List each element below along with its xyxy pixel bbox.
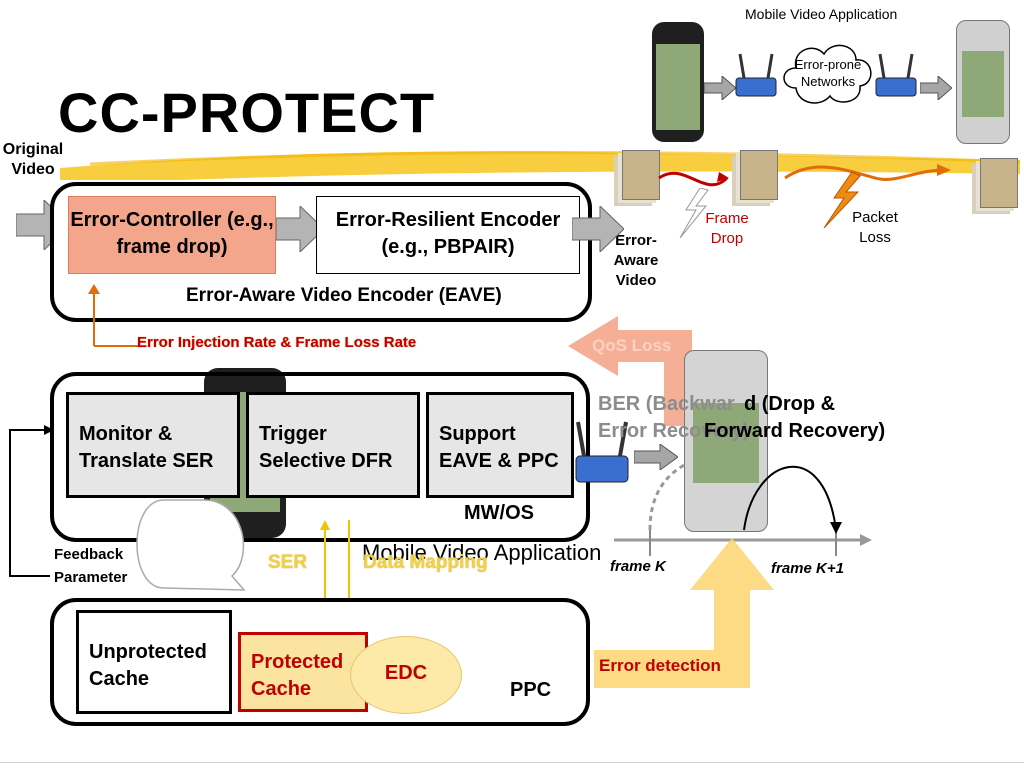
video-frame-stack	[980, 158, 1018, 208]
ser-label: SER	[268, 552, 308, 573]
data-mapping-label: Data Mapping	[363, 552, 488, 573]
arrow-right-icon	[572, 206, 624, 252]
forward-recovery-label: Forward Recovery)	[704, 420, 886, 442]
pda-icon	[956, 20, 1010, 144]
pda-icon	[684, 350, 768, 532]
mobile-app-label: Mobile Video Application	[362, 540, 602, 565]
support-eave-ppc-box: Support EAVE & PPC	[426, 392, 574, 498]
feedback-arrow	[88, 284, 140, 347]
arrow-right-icon	[634, 444, 678, 470]
packet-loss-label: Packet Loss	[852, 209, 898, 246]
bottom-rule	[0, 762, 1024, 763]
drop-label: d (Drop &	[744, 393, 836, 415]
error-detection-arrow	[594, 538, 774, 688]
ber-label: BER (Backwar	[598, 393, 735, 415]
error-recovery-label: Error Recovery)	[598, 420, 750, 442]
frame-k-label: frame K	[610, 558, 666, 575]
video-frame-stack	[740, 150, 778, 200]
eave-caption: Error-Aware Video Encoder (EAVE)	[186, 285, 502, 306]
monitor-translate-box: Monitor & Translate SER	[66, 392, 240, 498]
video-frame-stack	[622, 150, 660, 200]
router-icon	[735, 53, 777, 97]
error-resilient-encoder-box: Error-Resilient Encoder (e.g., PBPAIR)	[316, 196, 580, 274]
feedback-bracket	[9, 425, 54, 577]
arrow-right-icon	[704, 76, 736, 100]
error-detection-label: Error detection	[599, 656, 721, 675]
top-app-label: Mobile Video Application	[745, 6, 898, 22]
router-icon	[575, 421, 629, 483]
timeline	[614, 462, 872, 556]
slide-title: CC-PROTECT	[58, 81, 436, 144]
error-injection-rate-label: Error Injection Rate & Frame Loss Rate	[137, 334, 417, 351]
unprotected-cache-box: Unprotected Cache	[76, 610, 232, 714]
transmission-curve	[658, 164, 951, 187]
router-icon	[875, 53, 917, 97]
arrow-right-icon	[276, 206, 324, 252]
arrow-right-icon	[920, 76, 952, 100]
ppc-caption: PPC	[510, 679, 552, 701]
qos-loss-arrow	[568, 316, 692, 426]
error-controller-box: Error-Controller (e.g., frame drop)	[68, 196, 276, 274]
cloud-label: Error-prone Networks	[794, 57, 862, 89]
highlighter-stroke	[60, 150, 1020, 180]
qos-loss-label: QoS Loss	[592, 336, 672, 355]
frame-k1-label: frame K+1	[771, 560, 844, 577]
original-video-label: Original Video	[2, 141, 64, 178]
lightning-icon	[679, 188, 709, 238]
feedback-parameter-label: Feedback Parameter	[54, 546, 128, 586]
error-aware-video-label: Error-Aware Video	[613, 232, 659, 289]
protected-cache-box: Protected Cache	[238, 632, 368, 712]
lightning-icon	[823, 172, 861, 228]
trigger-dfr-box: Trigger Selective DFR	[246, 392, 420, 498]
edc-label: EDC	[384, 662, 428, 684]
edc-circle: EDC	[350, 636, 462, 714]
frame-drop-label: Frame Drop	[705, 210, 749, 247]
iphone-icon	[652, 22, 704, 142]
cloud-icon	[783, 44, 872, 104]
speech-bubble-icon	[136, 499, 246, 591]
mw-os-caption: MW/OS	[464, 502, 534, 524]
